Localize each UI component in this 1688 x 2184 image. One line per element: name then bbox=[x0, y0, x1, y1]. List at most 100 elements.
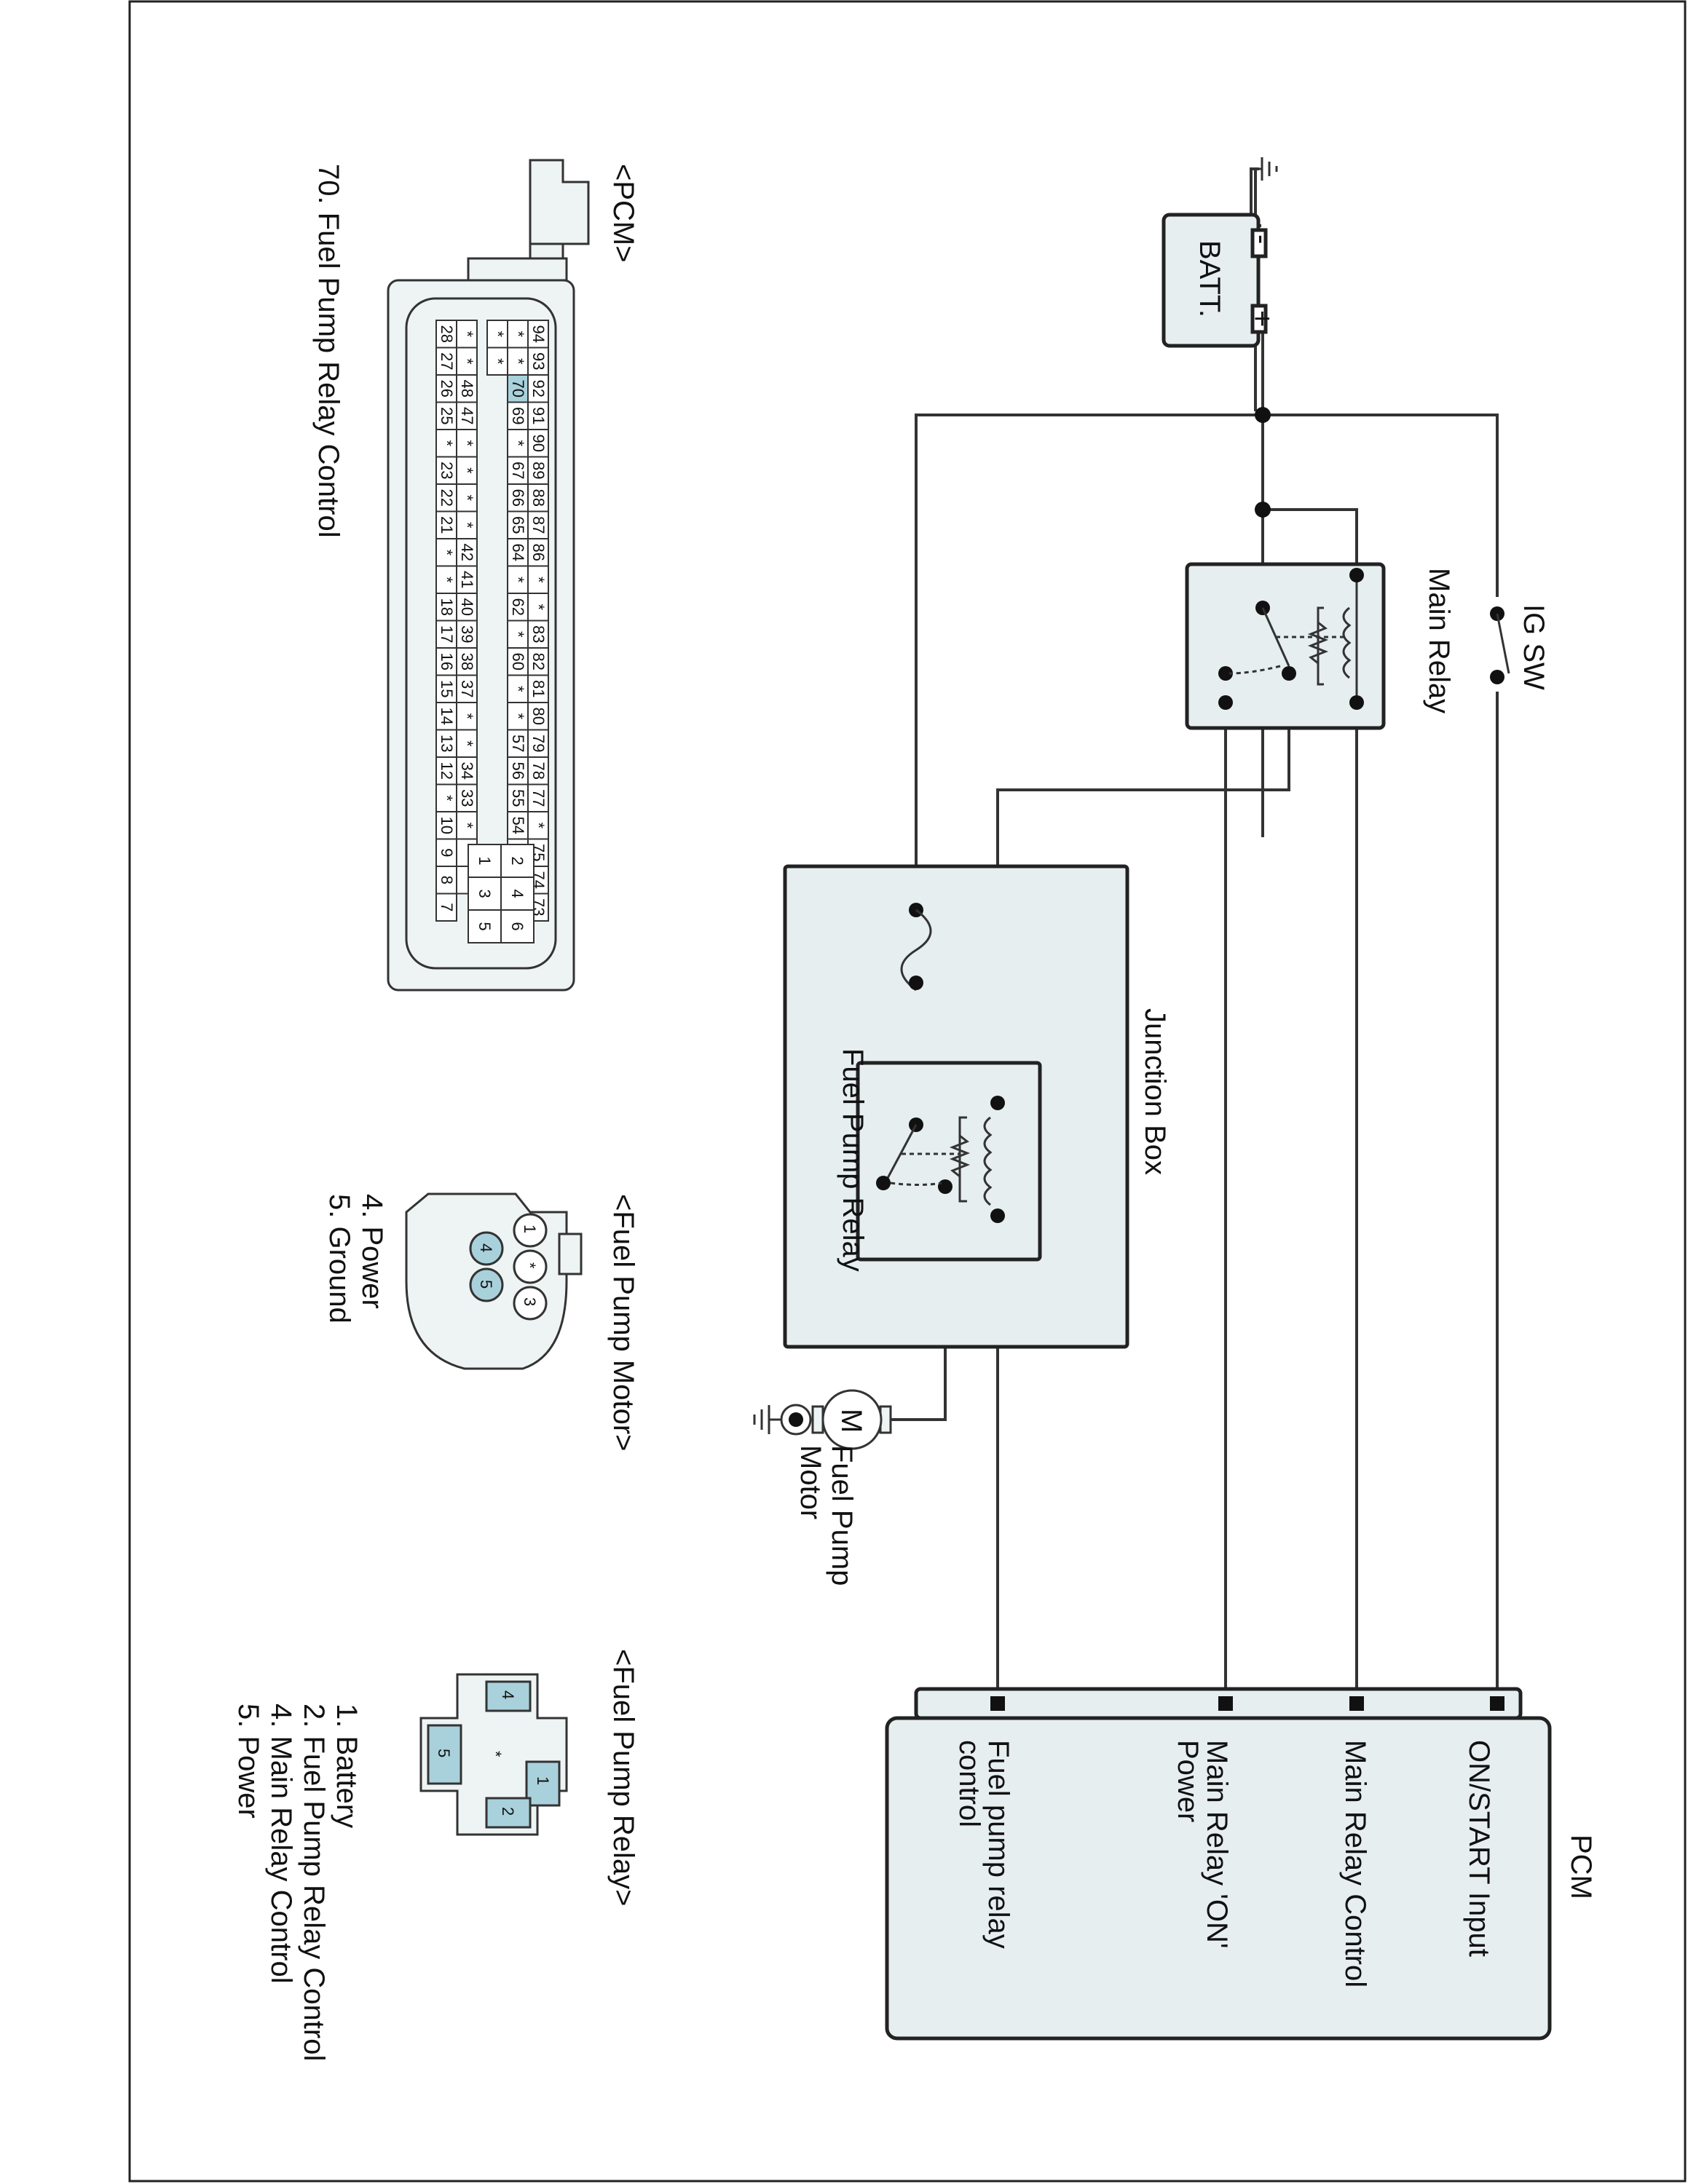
pcm-small-pin-label: 5 bbox=[476, 922, 494, 930]
motor-symbol: M bbox=[835, 1409, 867, 1433]
pcm-pin-label: * bbox=[509, 440, 527, 446]
pcm-pin-label: * bbox=[529, 577, 548, 583]
pcm-pin-cell bbox=[486, 347, 508, 376]
pcm-pin-label: 47 bbox=[458, 407, 476, 424]
pcm-pin-grid: 949392919089888786**83828180797877*75747… bbox=[435, 320, 549, 922]
pcm-pin-label: * bbox=[458, 440, 476, 446]
pcm-pin-label: 23 bbox=[438, 462, 456, 479]
pcm-pin-on-start: ON/START Input bbox=[1463, 1740, 1495, 1957]
pcm-pin-label: 93 bbox=[529, 352, 548, 370]
junction-dot bbox=[1255, 407, 1271, 423]
pcm-pin-label: 34 bbox=[458, 762, 476, 780]
pcm-pin-label: 28 bbox=[438, 325, 456, 343]
pcm-pin-label: * bbox=[509, 577, 527, 583]
pcm-pin-label: 56 bbox=[509, 762, 527, 780]
fpr-pin-5-label: 5 bbox=[435, 1749, 453, 1757]
pcm-pin-fpr-control-2: control bbox=[953, 1740, 985, 1827]
fpr-pin-5 bbox=[427, 1724, 462, 1785]
pcm-pin-label: 37 bbox=[458, 680, 476, 697]
pcm-small-pin-label: 3 bbox=[476, 889, 494, 898]
pcm-pin-label: * bbox=[438, 795, 456, 802]
fuel-pump-relay-label: Fuel Pump Relay bbox=[837, 1048, 869, 1272]
pcm-pin-main-relay-on-1: Main Relay 'ON' bbox=[1201, 1740, 1233, 1948]
pcm-pin-label: 79 bbox=[529, 735, 548, 752]
pcm-pin-label: 18 bbox=[438, 598, 456, 616]
pcm-pin-label: 69 bbox=[509, 407, 527, 424]
pcm-pin-label: 25 bbox=[438, 407, 456, 424]
fpm-pin-3 bbox=[513, 1286, 548, 1321]
fpm-pin-star-label: * bbox=[521, 1262, 539, 1269]
pcm-pin-label: 16 bbox=[438, 653, 456, 670]
pcm-pin-label: * bbox=[458, 331, 476, 337]
pcm-pin-label: 94 bbox=[529, 325, 548, 343]
junction-box bbox=[783, 864, 1129, 1349]
pcm-pin-label: * bbox=[458, 494, 476, 501]
pcm-pin-label: * bbox=[458, 740, 476, 747]
fpr-pin-1-label: 1 bbox=[534, 1776, 552, 1785]
pcm-pin-label: 22 bbox=[438, 489, 456, 507]
pcm-pin-label: * bbox=[529, 604, 548, 610]
pcm-pin-label: 80 bbox=[529, 708, 548, 725]
pcm-pin-label: 54 bbox=[509, 817, 527, 834]
fpr-pin-2 bbox=[485, 1797, 532, 1829]
pcm-pin-label: 7 bbox=[438, 903, 456, 911]
pcm-pin-label: 70 bbox=[509, 380, 527, 397]
pcm-small-pin-label: 6 bbox=[508, 922, 526, 930]
fuel-pump-motor-label-2: Motor bbox=[794, 1445, 827, 1519]
pcm-pin-label: * bbox=[509, 358, 527, 365]
pcm-small-pin-label: 2 bbox=[508, 856, 526, 865]
pcm-small-pin-label: 1 bbox=[476, 856, 494, 865]
fpm-pin-5 bbox=[469, 1267, 504, 1302]
pcm-pin-fpr-control-1: Fuel pump relay bbox=[982, 1740, 1014, 1949]
pcm-pin-label: 8 bbox=[438, 876, 456, 885]
pcm-pin-label: 65 bbox=[509, 516, 527, 534]
pcm-small-pin-label: 4 bbox=[508, 889, 526, 898]
pcm-pin-label: * bbox=[458, 713, 476, 719]
pcm-pin-label: 64 bbox=[509, 544, 527, 561]
battery bbox=[1162, 213, 1268, 348]
pcm-pin-label: * bbox=[458, 358, 476, 365]
fpm-pin-star bbox=[513, 1249, 548, 1284]
pcm-pin-label: 17 bbox=[438, 625, 456, 643]
pcm-pin-label: * bbox=[489, 358, 507, 365]
pcm-pin-label: 13 bbox=[438, 735, 456, 752]
pcm-small-pin-cell bbox=[468, 844, 502, 878]
pcm-pin-label: 39 bbox=[458, 625, 476, 643]
ig-sw-switch bbox=[1481, 597, 1513, 692]
pcm-pin-label: 78 bbox=[529, 762, 548, 780]
fpr-pin-star-label: * bbox=[486, 1751, 505, 1757]
pcm-pin-label: * bbox=[529, 822, 548, 828]
pcm-pin-label: 86 bbox=[529, 544, 548, 561]
pcm-pin-label: * bbox=[509, 631, 527, 638]
fpm-legend-2: 5. Ground bbox=[323, 1194, 355, 1324]
fpm-pin-3-label: 3 bbox=[521, 1297, 539, 1306]
pcm-pin-label: * bbox=[509, 686, 527, 692]
fpm-connector-title: <Fuel Pump Motor> bbox=[607, 1194, 639, 1452]
junction-box-label: Junction Box bbox=[1139, 1008, 1171, 1175]
pcm-pin-label: 38 bbox=[458, 653, 476, 670]
pcm-pin-label: 14 bbox=[438, 708, 456, 725]
fpr-pin-1 bbox=[525, 1760, 561, 1807]
pcm-pin-label: 10 bbox=[438, 817, 456, 834]
pcm-pin-label: 66 bbox=[509, 489, 527, 507]
pcm-pin-label: 81 bbox=[529, 680, 548, 697]
fpr-legend-1: 1. Battery bbox=[331, 1704, 363, 1828]
pcm-pin-label: * bbox=[438, 440, 456, 446]
pcm-pin-label: * bbox=[489, 331, 507, 337]
pcm-pin-label: * bbox=[458, 877, 476, 883]
fpr-connector-title: <Fuel Pump Relay> bbox=[607, 1649, 639, 1907]
pcm-pin-label: 40 bbox=[458, 598, 476, 616]
pcm-pin-label: 55 bbox=[509, 789, 527, 807]
fpr-legend-4: 5. Power bbox=[232, 1704, 264, 1819]
pcm-pin-cell bbox=[435, 893, 457, 922]
fuel-pump-motor-connector: 1 * 3 4 5 bbox=[405, 1192, 583, 1370]
pcm-connector-legend: 70. Fuel Pump Relay Control bbox=[312, 164, 344, 538]
wire-ig-sw bbox=[1263, 414, 1499, 1696]
pcm-pin-label: 15 bbox=[438, 680, 456, 697]
main-relay-label: Main Relay bbox=[1423, 568, 1455, 713]
junction-dot bbox=[1255, 502, 1271, 518]
fpr-pin-4-label: 4 bbox=[499, 1690, 517, 1699]
pcm-pin-label: * bbox=[458, 850, 476, 856]
pcm-pin-label: 41 bbox=[458, 571, 476, 588]
fpr-legend-3: 4. Main Relay Control bbox=[265, 1704, 297, 1984]
